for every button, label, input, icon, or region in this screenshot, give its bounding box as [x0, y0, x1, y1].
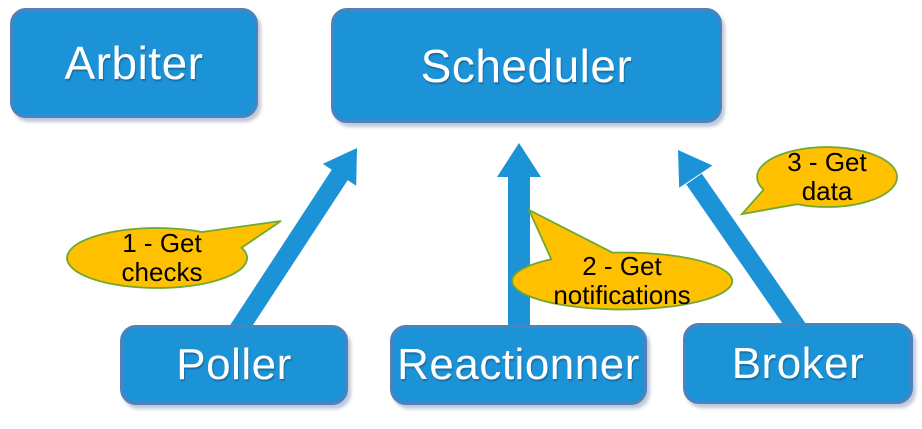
- callout-get-notifications-label: 2 - Get notifications: [553, 251, 691, 310]
- arrow-poller-to-scheduler-shaft: [229, 167, 349, 338]
- arrow-broker-to-scheduler-shaft: [686, 173, 808, 338]
- arrow-poller-to-scheduler-head-icon: [322, 148, 357, 186]
- node-reactionner-label: Reactionner: [397, 340, 640, 389]
- node-scheduler: Scheduler: [331, 8, 722, 123]
- node-poller-label: Poller: [176, 340, 292, 389]
- node-arbiter-label: Arbiter: [64, 37, 204, 89]
- callout-get-data-label: 3 - Get data: [787, 147, 867, 206]
- node-broker-label: Broker: [731, 338, 865, 388]
- arrow-broker-to-scheduler: [678, 150, 808, 338]
- arrow-reactionner-to-scheduler: [497, 143, 541, 332]
- arrow-broker-to-scheduler-head-icon: [678, 150, 713, 188]
- arrow-reactionner-to-scheduler-head-icon: [497, 143, 541, 177]
- node-broker: Broker: [683, 323, 913, 404]
- node-reactionner: Reactionner: [390, 325, 647, 405]
- arrow-poller-to-scheduler: [229, 148, 357, 338]
- node-arbiter: Arbiter: [10, 8, 258, 118]
- callout-get-notifications-bubble: [511, 208, 734, 311]
- node-scheduler-label: Scheduler: [420, 39, 633, 92]
- callout-get-data-bubble: [739, 146, 898, 216]
- callout-get-checks-bubble: [66, 220, 282, 289]
- node-poller: Poller: [120, 325, 348, 405]
- callout-get-checks-label: 1 - Get checks: [121, 228, 203, 287]
